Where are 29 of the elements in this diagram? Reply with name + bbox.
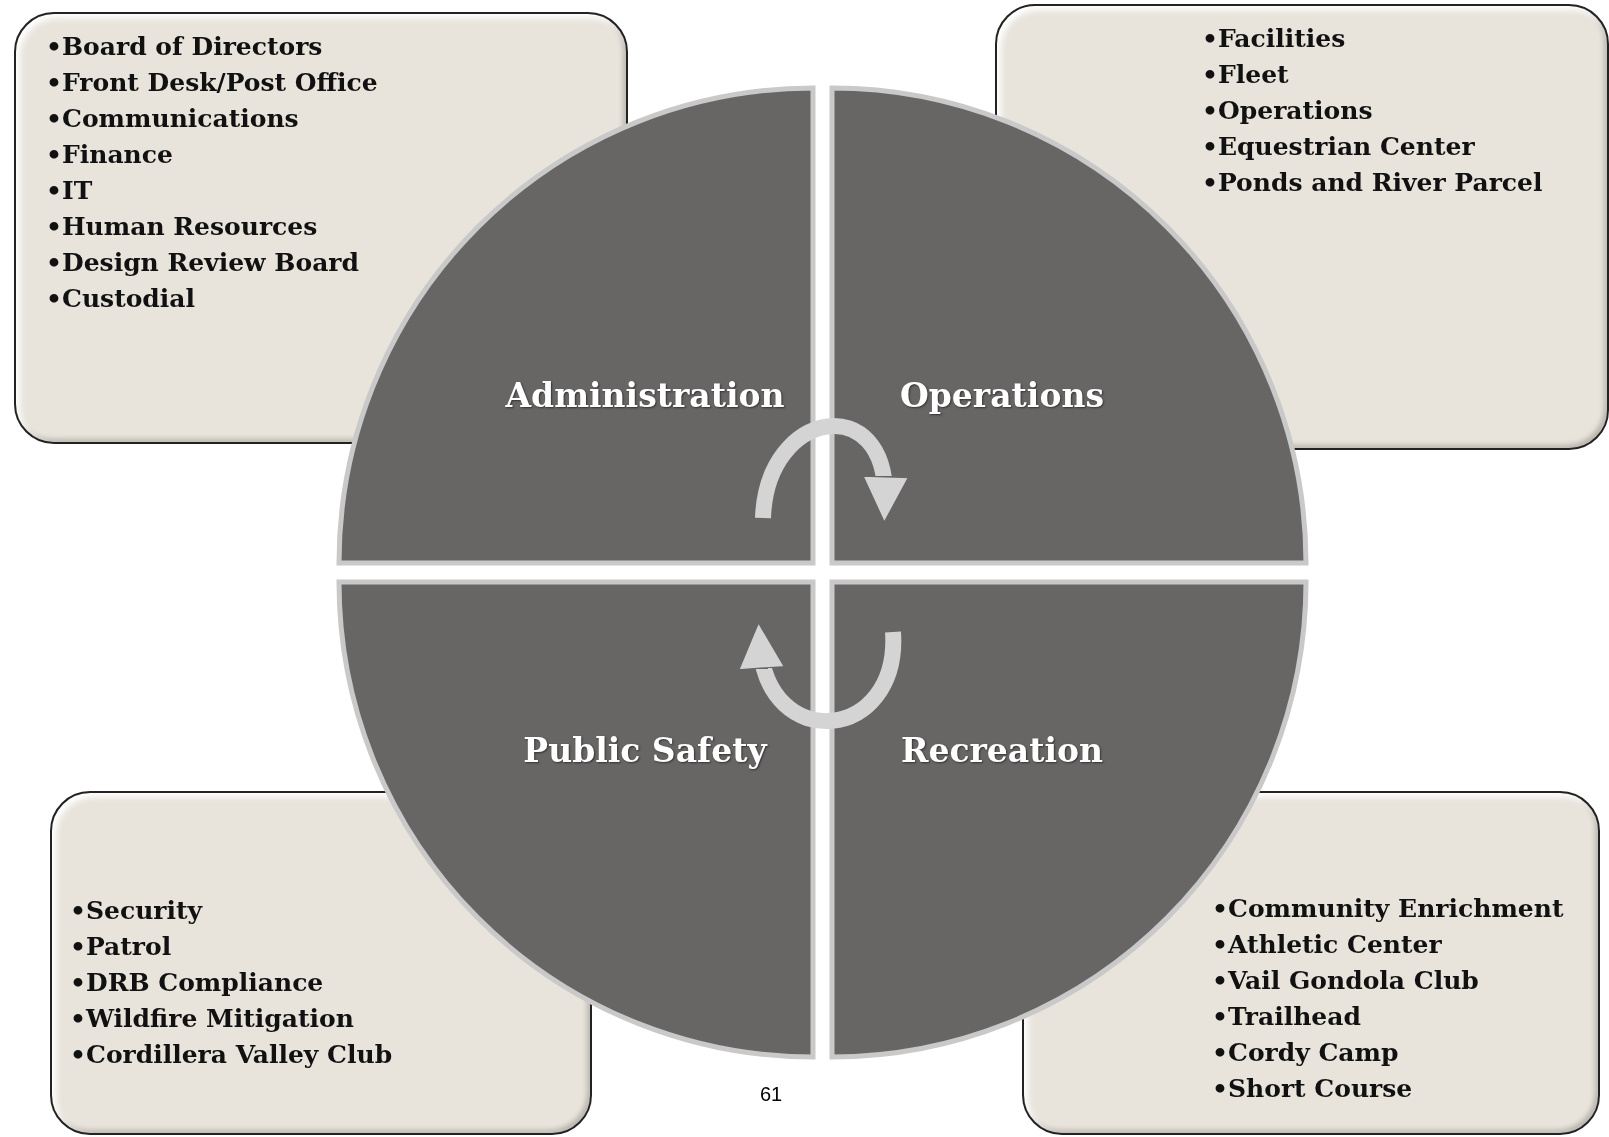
list-item: •Communications [46,104,299,134]
list-item: •Community Enrichment [1212,894,1564,924]
list-item: •Ponds and River Parcel [1202,168,1543,198]
list-item: •Trailhead [1212,1002,1361,1032]
segment-title: Operations [900,375,1104,415]
list-item: •Vail Gondola Club [1212,966,1479,996]
list-item: •Board of Directors [46,32,323,62]
segment-title: Public Safety [523,730,767,770]
list-item: •Finance [46,140,173,170]
list-item: •IT [46,176,93,206]
segment-title: Administration [505,375,785,415]
list-item: •Custodial [46,284,196,314]
list-item: •Wildfire Mitigation [70,1004,354,1034]
list-item: •Operations [1202,96,1373,126]
list-item: •Equestrian Center [1202,132,1475,162]
list-item: •Front Desk/Post Office [46,68,378,98]
list-item: •Cordillera Valley Club [70,1040,393,1070]
list-item: •Design Review Board [46,248,359,278]
list-item: •Facilities [1202,24,1346,54]
list-item: •Security [70,896,203,926]
list-item: •Fleet [1202,60,1289,90]
list-item: •DRB Compliance [70,968,324,998]
list-item: •Athletic Center [1212,930,1442,960]
list-item: •Patrol [70,932,172,962]
list-item: •Human Resources [46,212,318,242]
segment-title: Recreation [900,730,1104,770]
list-item: •Short Course [1212,1074,1413,1104]
list-item: •Cordy Camp [1212,1038,1399,1068]
page-number: 61 [760,1083,783,1106]
